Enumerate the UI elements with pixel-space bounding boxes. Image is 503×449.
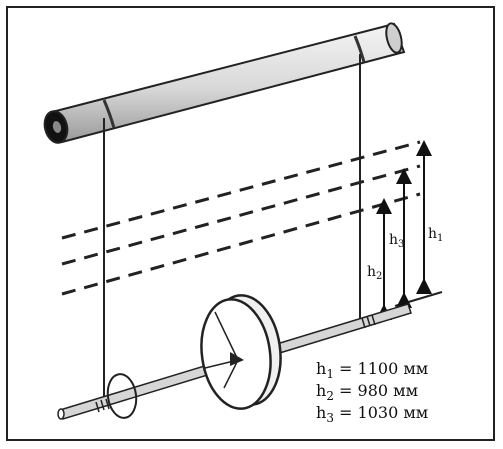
level-lines (61, 140, 421, 296)
flywheel-disk (200, 294, 282, 410)
floor-line (394, 291, 443, 307)
support-bar (43, 22, 406, 144)
suspension-threads (103, 54, 361, 406)
value-h2: h2 = 980 мм (316, 381, 418, 403)
height-arrows (376, 140, 432, 320)
value-h1: h1 = 1100 мм (316, 359, 428, 381)
label-h2: h2 (367, 264, 382, 282)
value-h3: h3 = 1030 мм (316, 403, 428, 425)
label-h1: h1 (428, 226, 443, 244)
label-h3: h3 (389, 232, 404, 250)
wound-thread (106, 373, 138, 419)
values-block: h1 = 1100 мм h2 = 980 мм h3 = 1030 мм (316, 359, 428, 425)
